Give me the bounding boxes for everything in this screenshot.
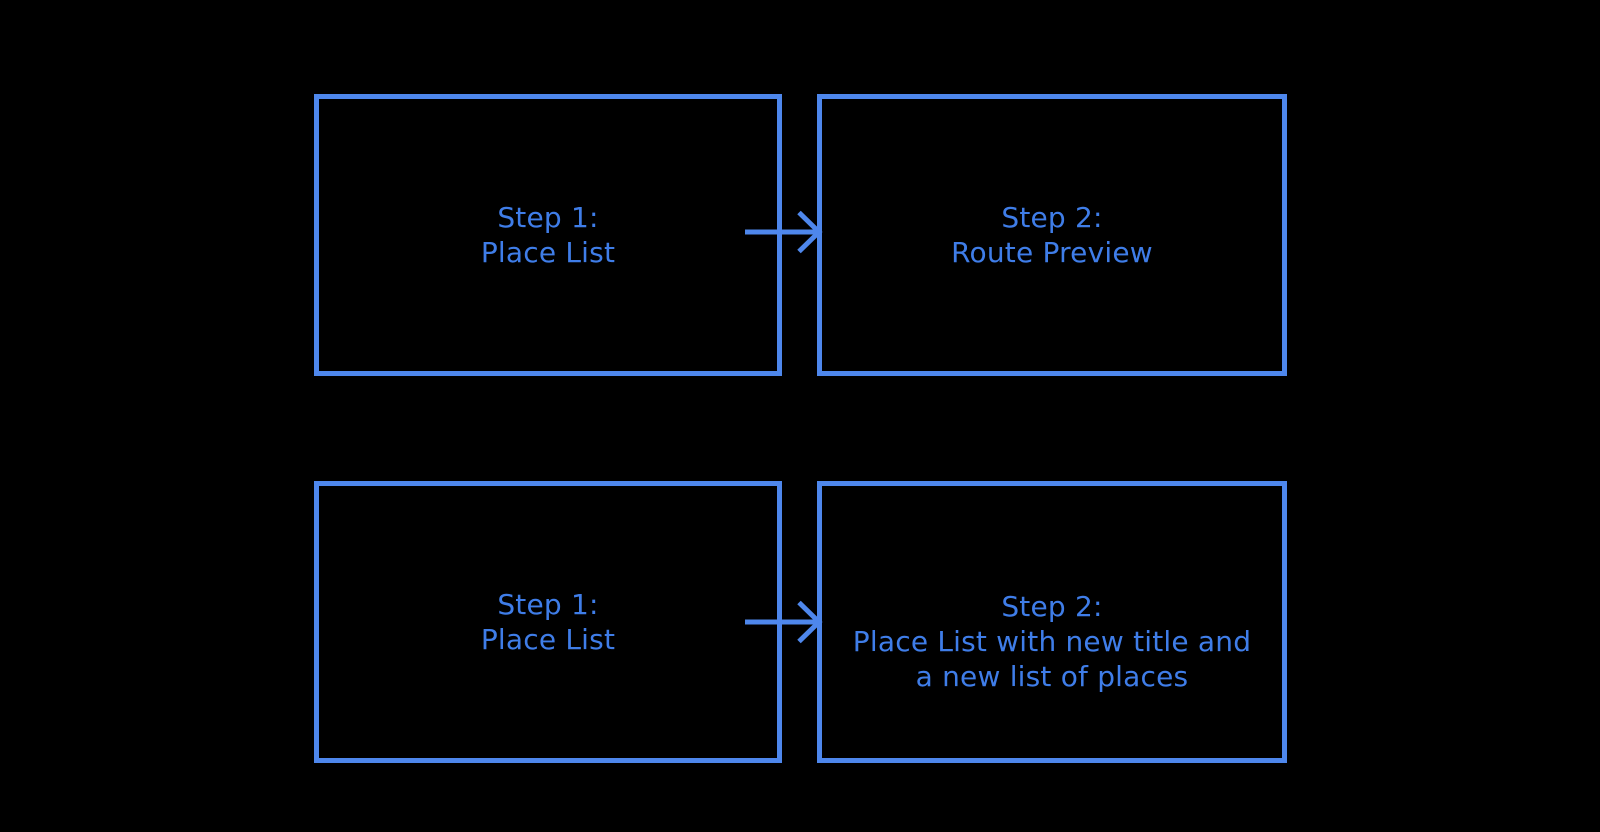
flow-box-bottom-step-1: Step 1: Place List [314,481,782,763]
box-label: Step 1: Place List [481,587,615,657]
box-label-line: Place List with new title and [852,624,1252,658]
flow-box-top-step-2: Step 2: Route Preview [817,94,1287,376]
flow-box-bottom-step-2: Step 2: Place List with new title and a … [817,481,1287,763]
box-label: Step 2: Place List with new title and a … [853,589,1251,694]
box-label-line: Route Preview [951,236,1153,269]
box-label-line: Place List [480,236,616,269]
box-label-line: Step 1: [497,201,599,234]
box-label-line: a new list of places [915,659,1189,693]
box-label-line: Place List [480,623,616,656]
box-label-line: Step 2: [1001,201,1103,234]
flow-box-top-step-1: Step 1: Place List [314,94,782,376]
box-label: Step 1: Place List [481,200,615,270]
box-label-line: Step 2: [1001,589,1103,623]
box-label: Step 2: Route Preview [951,200,1153,270]
box-label-line: Step 1: [497,588,599,621]
